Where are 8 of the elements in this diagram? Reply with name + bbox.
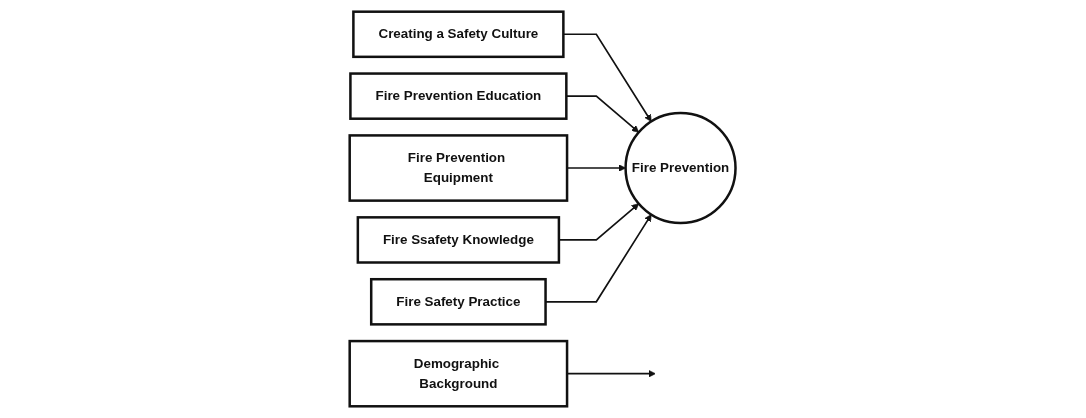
arrow <box>545 214 652 303</box>
node-box: Fire Prevention Education <box>349 72 568 120</box>
node-box: Fire Safety Practice <box>370 277 548 326</box>
node-box: Fire Prevention Equipment <box>348 134 569 202</box>
node-box: Creating a Safety Culture <box>352 10 565 59</box>
node-circle: Fire Prevention <box>624 111 738 225</box>
node-box: Fire Ssafety Knowledge <box>357 216 561 264</box>
node-box: Demographic Background <box>348 339 569 408</box>
